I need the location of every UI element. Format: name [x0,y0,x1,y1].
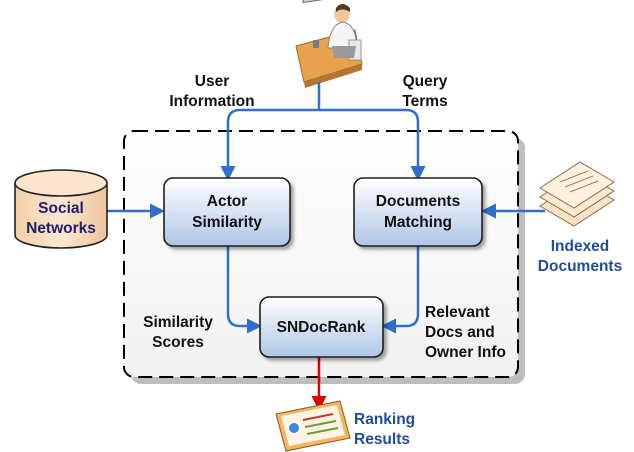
query-terms-label-line2: Terms [402,93,447,110]
ranking-results-page-icon [275,400,351,452]
social-networks-label-line2: Networks [26,220,96,237]
ranking-results-label-line2: Results [354,431,410,448]
documents-matching-box: Documents Matching [353,177,483,247]
relevant-docs-label-line3: Owner Info [425,344,506,361]
documents-matching-label-line2: Matching [384,214,452,231]
actor-similarity-label-line1: Actor [207,193,247,210]
query-terms-label-line1: Query [403,73,448,90]
user-to-actor-arrow [220,108,319,181]
actor-similarity-label-line2: Similarity [192,214,262,231]
indexed-documents-label-line2: Documents [538,258,622,275]
indexed-documents-label-line1: Indexed [551,238,610,255]
user-at-computer-icon [295,0,363,88]
documents-to-sndocrank-arrow [381,246,420,334]
documents-matching-label-line1: Documents [376,193,460,210]
document-stack-icon [539,161,615,227]
relevant-docs-label-line1: Relevant [425,304,490,321]
actor-similarity-box: Actor Similarity [163,177,291,247]
actor-to-sndocrank-arrow [226,246,262,334]
user-information-label-line1: User [195,73,229,90]
social-networks-label-line1: Social [38,200,84,217]
social-networks-database: Social Networks [14,169,108,249]
flow-connectors [104,82,545,334]
similarity-scores-label-line2: Scores [152,334,204,351]
relevant-docs-label-line2: Docs and [425,324,495,341]
similarity-scores-label-line1: Similarity [143,314,213,331]
ranking-results-label-line1: Ranking [354,411,415,428]
query-to-documents-arrow [319,108,426,181]
sndocrank-label: SNDocRank [277,319,366,336]
user-information-label-line2: Information [169,93,254,110]
sndocrank-box: SNDocRank [259,296,384,358]
